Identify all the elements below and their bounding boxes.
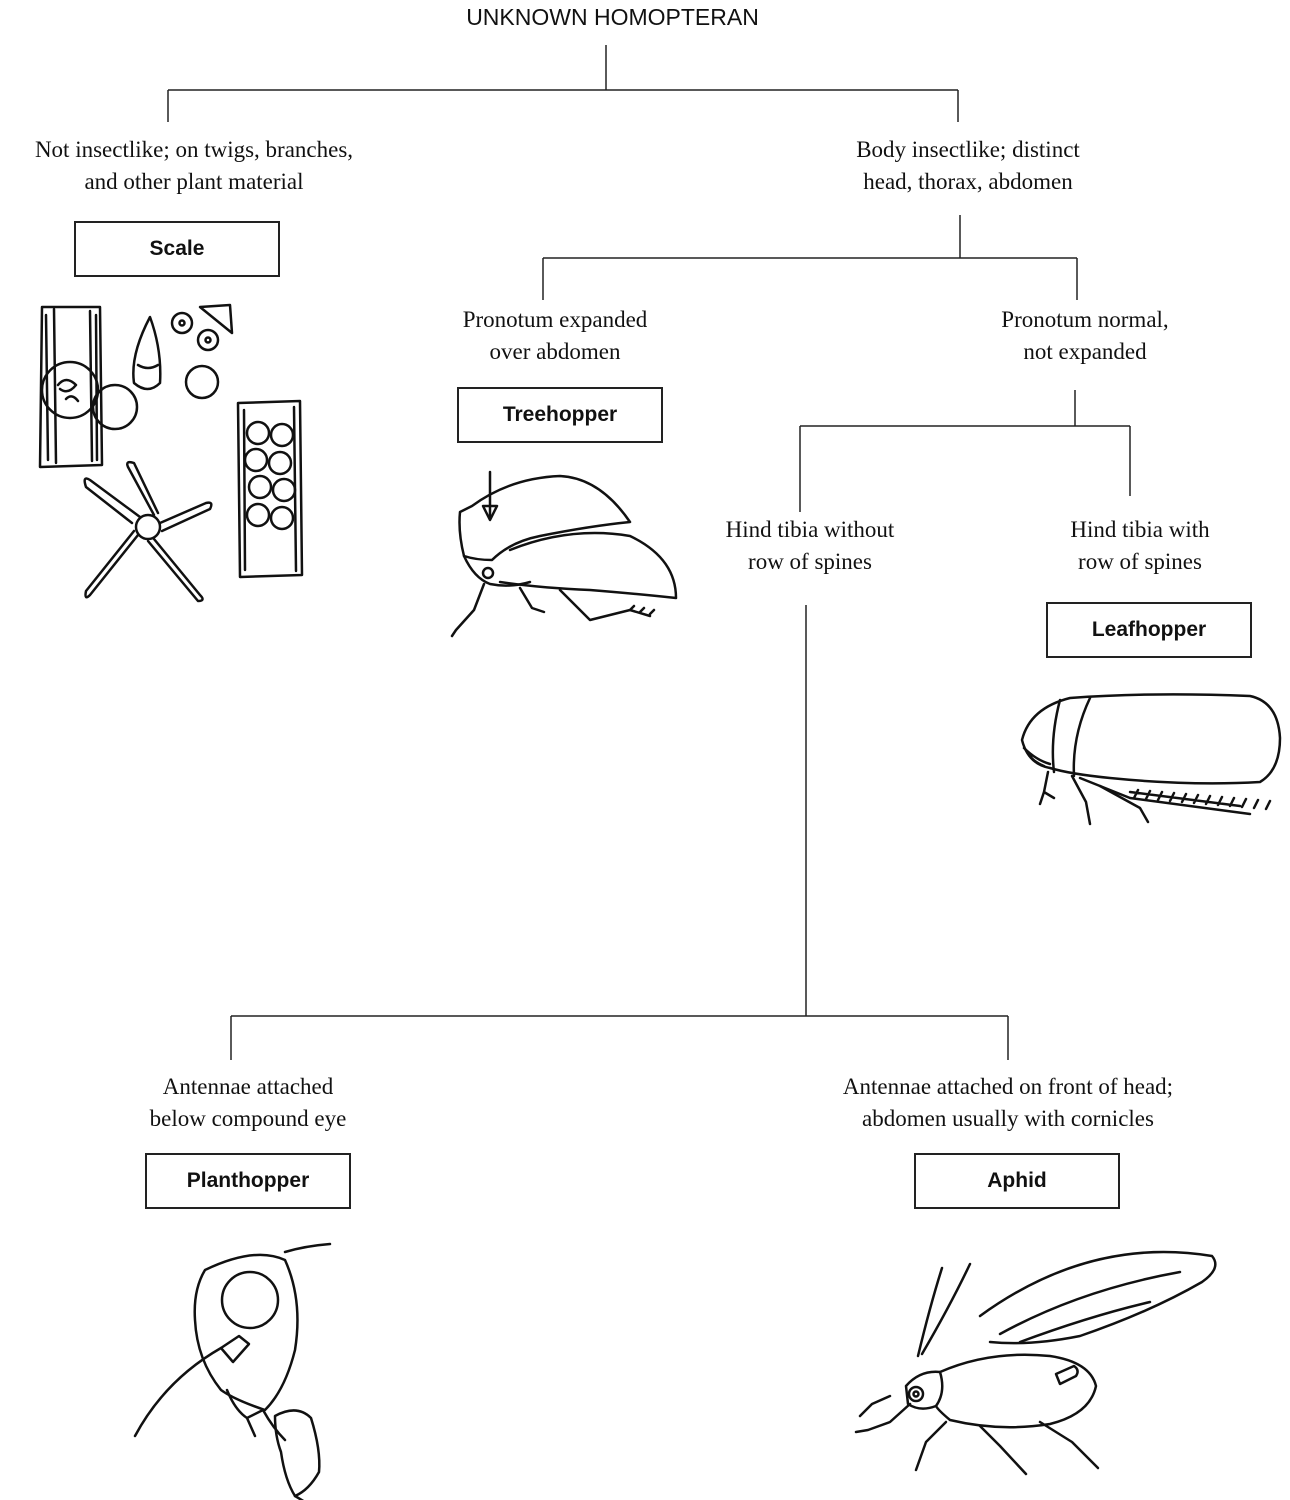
planthopper-leg	[275, 1410, 319, 1496]
aphid-mid-leg	[916, 1422, 946, 1470]
scale-description-line-1: Not insectlike; on twigs, branches,	[0, 134, 388, 166]
leafhopper-body	[1022, 694, 1280, 783]
scale-insects-illustration	[30, 295, 340, 615]
no-spines-description-line-1: Hind tibia without	[690, 514, 930, 546]
aphid-label-box: Aphid	[914, 1153, 1120, 1209]
scale-ring-1	[172, 313, 192, 333]
aphid-description-line-1: Antennae attached on front of head;	[800, 1071, 1216, 1103]
leafhopper-front-leg	[1040, 772, 1054, 804]
treehopper-description-line-1: Pronotum expanded	[425, 304, 685, 336]
planthopper-description: Antennae attached below compound eye	[110, 1071, 386, 1135]
aphid-hind-leg-1	[980, 1426, 1026, 1474]
scale-description-line-2: and other plant material	[0, 166, 388, 198]
leafhopper-mid-leg	[1072, 776, 1090, 824]
planthopper-head	[195, 1255, 298, 1410]
planthopper-compound-eye	[222, 1272, 278, 1328]
no-spines-description-line-2: row of spines	[690, 546, 930, 578]
leafhopper-label-box: Leafhopper	[1046, 602, 1252, 658]
planthopper-label-box: Planthopper	[145, 1153, 351, 1209]
insectlike-description-line-1: Body insectlike; distinct	[808, 134, 1128, 166]
leafhopper-illustration	[1010, 688, 1290, 833]
planthopper-antenna-base	[221, 1336, 249, 1362]
scale-label-box: Scale	[74, 221, 280, 277]
insectlike-description-line-2: head, thorax, abdomen	[808, 166, 1128, 198]
treehopper-wing	[500, 533, 676, 598]
pronotum-normal-description-line-1: Pronotum normal,	[960, 304, 1210, 336]
scale-star	[85, 462, 212, 601]
treehopper-front-leg	[452, 584, 484, 636]
leafhopper-description-line-1: Hind tibia with	[1020, 514, 1260, 546]
treehopper-pronotum	[460, 476, 631, 560]
insectlike-description: Body insectlike; distinct head, thorax, …	[808, 134, 1128, 198]
aphid-forewing	[980, 1252, 1215, 1343]
scale-description: Not insectlike; on twigs, branches, and …	[0, 134, 388, 198]
no-spines-description: Hind tibia without row of spines	[690, 514, 930, 578]
aphid-eye	[909, 1387, 923, 1401]
scale-triangle	[200, 305, 232, 333]
treehopper-mid-leg	[520, 588, 544, 612]
planthopper-illustration	[125, 1240, 355, 1500]
treehopper-description-line-2: over abdomen	[425, 336, 685, 368]
diagram-title: UNKNOWN HOMOPTERAN	[0, 4, 1225, 31]
treehopper-description: Pronotum expanded over abdomen	[425, 304, 685, 368]
pronotum-normal-description: Pronotum normal, not expanded	[960, 304, 1210, 368]
scale-bark-right	[238, 401, 302, 577]
scale-bark-left	[40, 307, 137, 467]
scale-oval	[186, 366, 218, 398]
aphid-description-line-2: abdomen usually with cornicles	[800, 1103, 1216, 1135]
scale-cone-shell	[133, 317, 160, 389]
pronotum-normal-description-line-2: not expanded	[960, 336, 1210, 368]
planthopper-description-line-1: Antennae attached	[110, 1071, 386, 1103]
planthopper-description-line-2: below compound eye	[110, 1103, 386, 1135]
aphid-illustration	[850, 1246, 1230, 1476]
aphid-front-leg	[856, 1404, 910, 1432]
aphid-cornicle	[1056, 1366, 1078, 1384]
aphid-antenna-1	[918, 1268, 942, 1356]
planthopper-antenna	[135, 1348, 221, 1436]
leafhopper-description-line-2: row of spines	[1020, 546, 1260, 578]
scale-ring-2	[198, 330, 218, 350]
aphid-description: Antennae attached on front of head; abdo…	[800, 1071, 1216, 1135]
treehopper-label-box: Treehopper	[457, 387, 663, 443]
leafhopper-description: Hind tibia with row of spines	[1020, 514, 1260, 578]
aphid-hind-leg-2	[1040, 1422, 1098, 1468]
treehopper-illustration	[440, 460, 690, 645]
